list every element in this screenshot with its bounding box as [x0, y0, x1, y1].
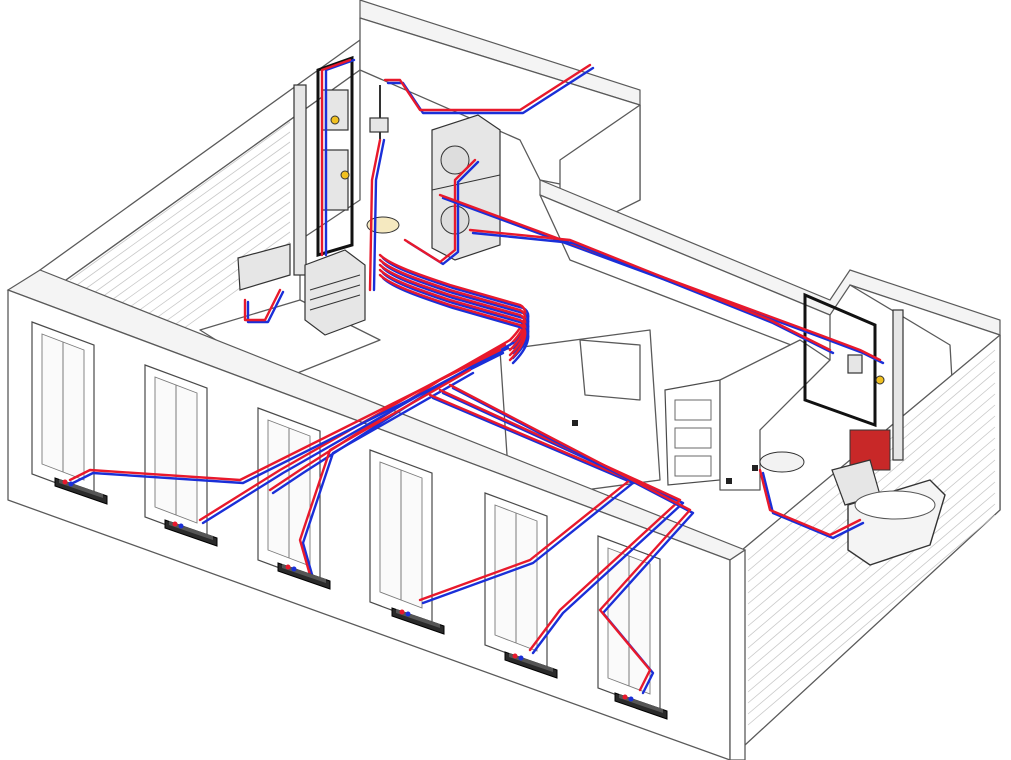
brick-line — [69, 131, 291, 291]
brick-line — [747, 470, 996, 682]
boiler-rack-frame — [316, 55, 354, 258]
pipe-pair — [383, 63, 595, 115]
pipe-pair — [378, 268, 530, 360]
cold-pipe — [372, 138, 386, 292]
hot-pipe — [383, 63, 592, 112]
hot-pipe — [758, 468, 862, 537]
pipe-pair — [243, 288, 285, 324]
pipe-pair — [758, 468, 865, 540]
floor-convector — [614, 692, 668, 720]
convector-valve — [399, 609, 405, 615]
convector-valve — [68, 481, 74, 487]
convector-valve — [62, 479, 68, 485]
convector-valve — [178, 523, 184, 529]
brick-line — [747, 514, 996, 726]
brick-line — [69, 161, 291, 321]
front-windows — [31, 321, 661, 712]
window — [597, 535, 661, 712]
window — [144, 364, 208, 541]
brick-line — [69, 151, 291, 311]
cold-pipe — [386, 66, 595, 115]
floor-convector — [391, 607, 445, 635]
hot-pipe — [243, 288, 282, 322]
cold-pipe — [246, 290, 285, 324]
convector-valve — [172, 521, 178, 527]
convector-valve — [405, 611, 411, 617]
cold-pipe — [471, 231, 835, 355]
window — [31, 321, 95, 498]
pipe-pair — [68, 348, 505, 485]
brick-line — [747, 492, 996, 704]
brick-line — [747, 503, 996, 715]
brick-line — [747, 481, 996, 693]
hot-pipe — [378, 268, 527, 357]
convector-valve — [628, 696, 634, 702]
convector-valve — [285, 564, 291, 570]
pipe-pair — [320, 58, 356, 257]
wall-switch — [726, 478, 732, 484]
wall-switch — [572, 420, 578, 426]
bathroom-vent-stack — [892, 309, 904, 461]
cold-pipe — [421, 396, 635, 605]
pipe-pair — [378, 273, 530, 365]
cold-pipe — [761, 471, 865, 540]
utility-sink — [237, 243, 291, 291]
hot-pipe — [378, 258, 527, 347]
floor-convector — [54, 477, 108, 505]
brick-line — [69, 141, 291, 301]
pipe-pair — [418, 393, 635, 605]
window — [484, 492, 548, 669]
hot-pipe — [378, 273, 527, 362]
convector-valve — [518, 655, 524, 661]
vent-stack — [293, 84, 307, 276]
convector-valve — [291, 566, 297, 572]
interior-partitions — [499, 329, 831, 501]
floor-convectors — [54, 477, 668, 720]
hot-pipe — [378, 263, 527, 352]
hot-pipe — [448, 383, 692, 692]
wall-switch — [752, 465, 758, 471]
floor-convector — [164, 519, 218, 547]
window — [369, 449, 433, 626]
cold-pipe — [441, 391, 685, 655]
brick-line — [69, 121, 291, 281]
hot-pipe — [320, 58, 352, 257]
convector-valve — [622, 694, 628, 700]
hot-pipe — [368, 138, 382, 292]
window — [257, 407, 321, 584]
pipe-pair — [403, 158, 480, 266]
pipe-pair — [368, 138, 386, 292]
pipe-pair — [448, 383, 695, 695]
floor-convector — [504, 651, 558, 679]
pipe-pair — [298, 368, 475, 580]
pipe-network — [68, 58, 885, 695]
hot-pipe — [468, 228, 832, 352]
cold-pipe — [301, 371, 475, 580]
hot-pipe — [68, 348, 502, 482]
floor-convector — [277, 562, 331, 590]
bathroom-equipment — [759, 292, 946, 566]
cold-pipe — [381, 271, 530, 360]
hot-pipe — [418, 393, 632, 602]
cold-pipe — [381, 276, 530, 365]
hot-pipe — [403, 158, 477, 264]
bathroom-install-frame — [803, 292, 877, 428]
hot-pipe — [298, 368, 472, 577]
pipe-pair — [468, 228, 835, 355]
convector-valve — [512, 653, 518, 659]
washbasin — [759, 451, 805, 473]
cold-pipe — [324, 58, 356, 257]
cold-pipe — [71, 351, 505, 485]
